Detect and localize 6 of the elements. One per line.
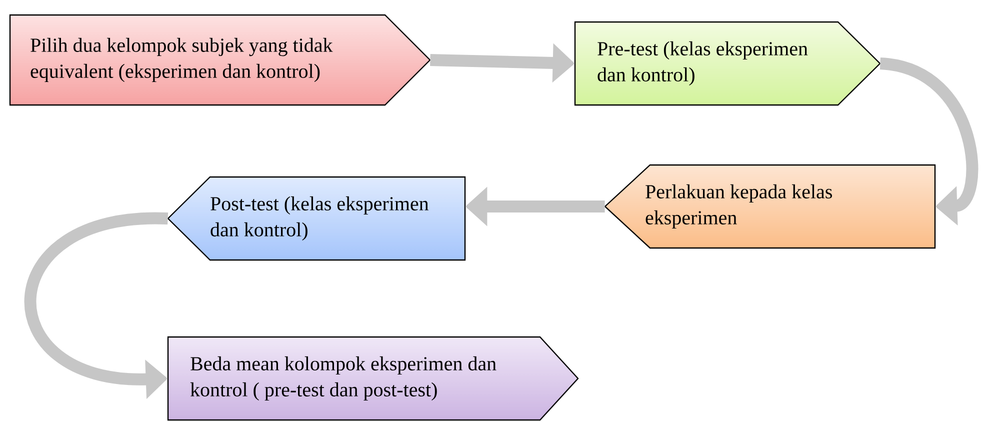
- arrow-box: Pilih dua kelompok subjek yang tidak equivalent (eksperimen dan kontrol): [9, 14, 431, 106]
- block-arrow: [879, 58, 978, 226]
- arrow-box: Beda mean kolompok eksperimen dan kontrol ( pre-test dan post-test): [167, 336, 579, 421]
- arrow-box: Post-test (kelas eksperimen dan kontrol): [167, 176, 466, 261]
- arrow-box: Perlakuan kepada kelas eksperimen: [604, 164, 936, 249]
- arrow-box: Pre-test (kelas eksperimen dan kontrol): [574, 21, 881, 106]
